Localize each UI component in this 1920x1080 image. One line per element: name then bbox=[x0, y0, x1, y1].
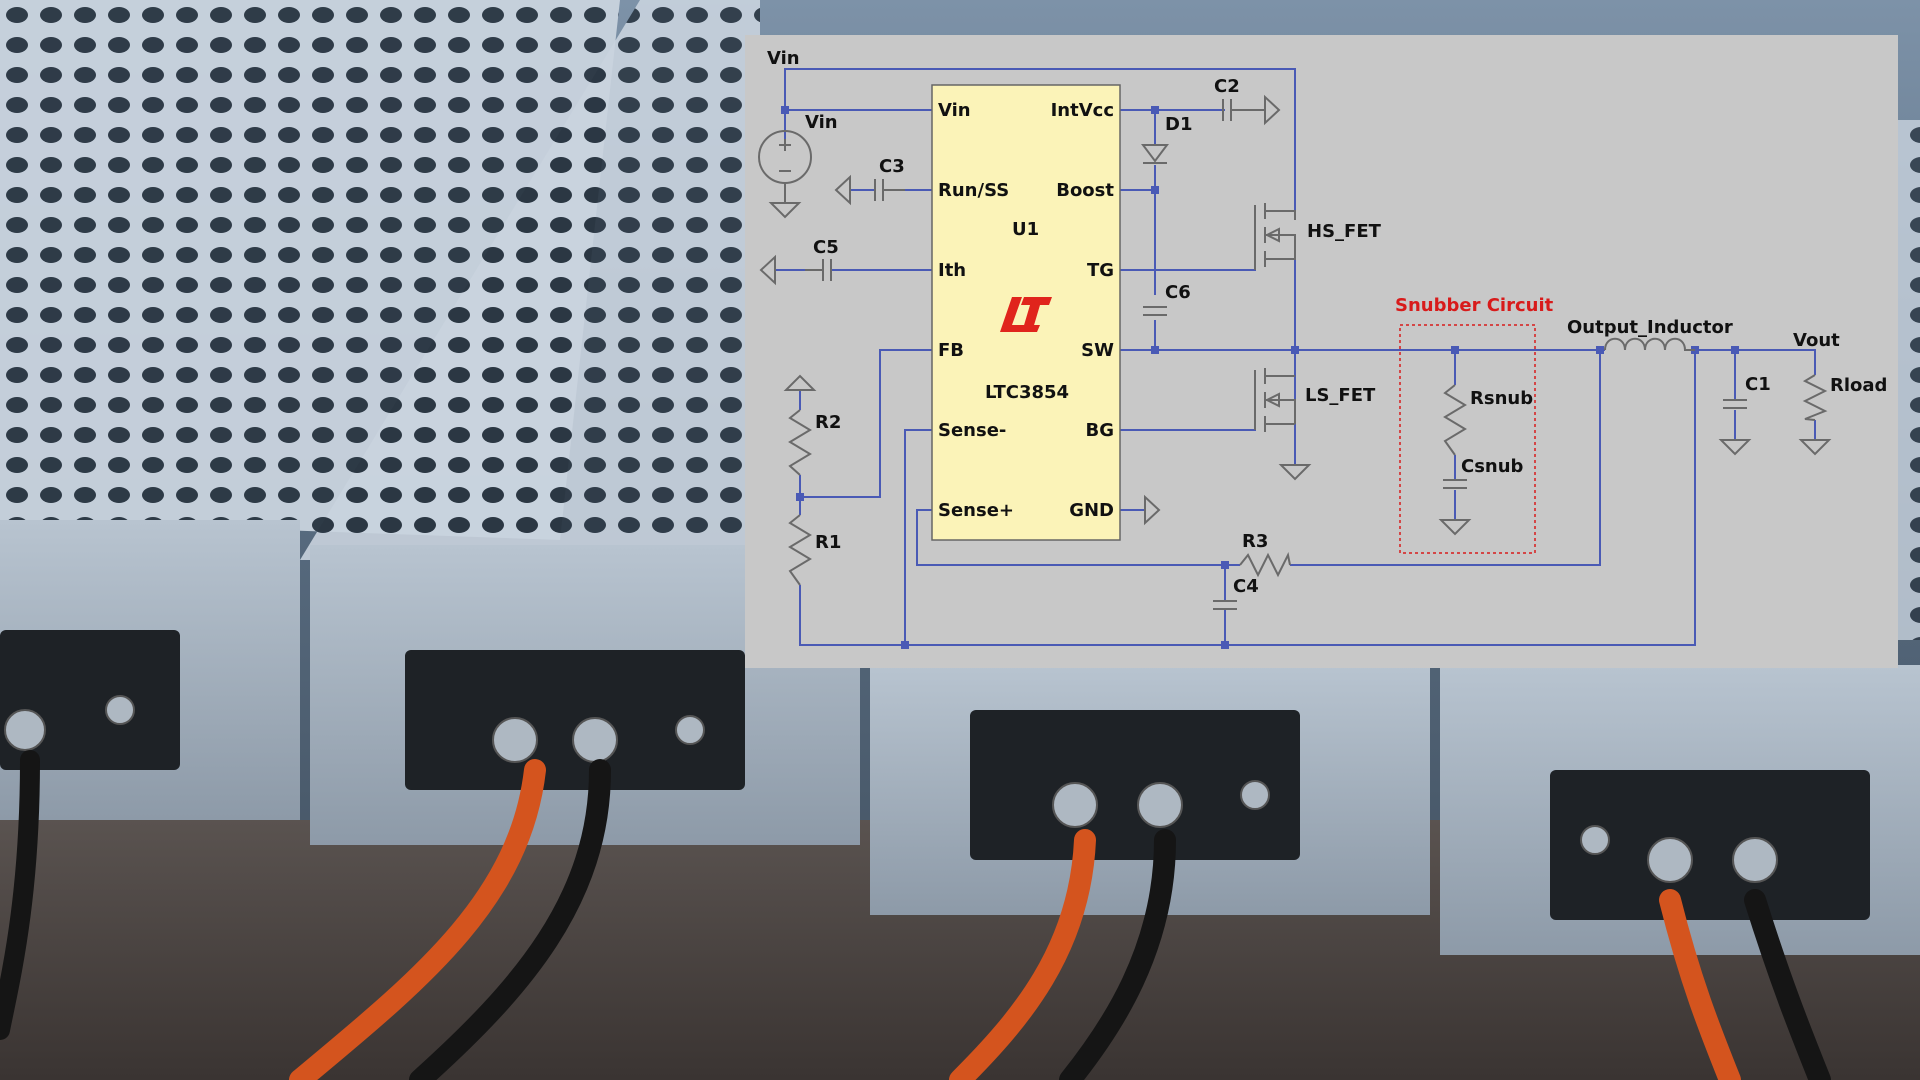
wire-sense-plus-r3 bbox=[1290, 350, 1601, 566]
label-rsnub: Rsnub bbox=[1470, 388, 1533, 409]
hs-fet-symbol bbox=[1254, 203, 1296, 270]
schematic-panel: U1 LTC3854 Vin Run/SS Ith FB Sense- Sens… bbox=[745, 35, 1898, 668]
net-label-vout: Vout bbox=[1793, 330, 1840, 351]
wire-boost bbox=[1120, 189, 1156, 295]
snubber-label: Snubber Circuit bbox=[1395, 295, 1554, 316]
c2-capacitor bbox=[1222, 94, 1281, 126]
c1-capacitor bbox=[1718, 399, 1752, 456]
output-inductor bbox=[1604, 337, 1695, 351]
psu-top-middle bbox=[300, 0, 760, 560]
pin-ith: Ith bbox=[938, 260, 966, 281]
pin-tg: TG bbox=[1087, 260, 1114, 281]
wire-inductor-out bbox=[1695, 349, 1816, 375]
terminal-screws bbox=[4, 695, 1778, 883]
ic-pins-right: IntVcc Boost TG SW BG GND bbox=[1051, 100, 1115, 521]
r1-resistor bbox=[788, 514, 812, 586]
wire-sense-plus bbox=[916, 509, 1240, 566]
ic-pins-left: Vin Run/SS Ith FB Sense- Sense+ bbox=[938, 100, 1014, 521]
wires bbox=[775, 68, 1816, 646]
pin-sense-plus: Sense+ bbox=[938, 500, 1014, 521]
label-c5: C5 bbox=[813, 237, 839, 258]
label-rload: Rload bbox=[1830, 375, 1887, 396]
ls-fet-symbol bbox=[1254, 368, 1312, 481]
c3-capacitor bbox=[834, 174, 905, 206]
schematic-diagram: U1 LTC3854 Vin Run/SS Ith FB Sense- Sens… bbox=[758, 48, 1887, 649]
pin-fb: FB bbox=[938, 340, 964, 361]
label-output-inductor: Output_Inductor bbox=[1567, 317, 1733, 338]
wire-tg bbox=[1120, 240, 1256, 271]
label-hs-fet: HS_FET bbox=[1307, 221, 1382, 242]
ic-part-number: LTC3854 bbox=[985, 382, 1069, 403]
label-c4: C4 bbox=[1233, 576, 1259, 597]
junctions bbox=[781, 106, 1739, 649]
c5-capacitor bbox=[759, 254, 832, 286]
label-r3: R3 bbox=[1242, 531, 1268, 552]
terminal-blocks bbox=[0, 630, 1870, 920]
label-ls-fet: LS_FET bbox=[1305, 385, 1376, 406]
snubber-box bbox=[1399, 324, 1536, 554]
pin-intvcc: IntVcc bbox=[1051, 100, 1114, 121]
ic-body bbox=[931, 84, 1121, 541]
label-vin-source: Vin bbox=[805, 112, 838, 133]
pin-run-ss: Run/SS bbox=[938, 180, 1009, 201]
gnd-symbol-ic bbox=[1144, 494, 1161, 526]
pin-gnd: GND bbox=[1069, 500, 1114, 521]
rsnub-resistor bbox=[1443, 384, 1467, 456]
net-label-vin: Vin bbox=[767, 48, 800, 69]
pin-bg: BG bbox=[1086, 420, 1115, 441]
label-c2: C2 bbox=[1214, 76, 1240, 97]
cables bbox=[0, 750, 1831, 1080]
wire-bg bbox=[1120, 405, 1256, 431]
pin-vin: Vin bbox=[938, 100, 971, 121]
label-d1: D1 bbox=[1165, 114, 1192, 135]
d1-diode bbox=[1141, 144, 1169, 164]
label-c3: C3 bbox=[879, 156, 905, 177]
c6-capacitor bbox=[1143, 306, 1167, 316]
pin-sense-minus: Sense- bbox=[938, 420, 1006, 441]
wire-r1-bottom bbox=[799, 585, 905, 646]
pin-boost: Boost bbox=[1056, 180, 1114, 201]
r2-resistor bbox=[783, 374, 817, 476]
pin-sw: SW bbox=[1081, 340, 1114, 361]
ic-designator: U1 bbox=[1012, 219, 1039, 240]
label-c6: C6 bbox=[1165, 282, 1191, 303]
wire-fb bbox=[800, 349, 932, 498]
lt-logo-icon bbox=[1000, 297, 1052, 332]
r3-resistor bbox=[1239, 551, 1291, 578]
c4-capacitor bbox=[1213, 600, 1237, 610]
label-csnub: Csnub bbox=[1461, 456, 1524, 477]
rload-resistor bbox=[1798, 374, 1832, 456]
wire-vin-bus bbox=[784, 68, 1296, 220]
label-r1: R1 bbox=[815, 532, 841, 553]
csnub-capacitor bbox=[1438, 479, 1472, 536]
label-r2: R2 bbox=[815, 412, 841, 433]
label-c1: C1 bbox=[1745, 374, 1771, 395]
vin-source-symbol bbox=[758, 130, 812, 219]
